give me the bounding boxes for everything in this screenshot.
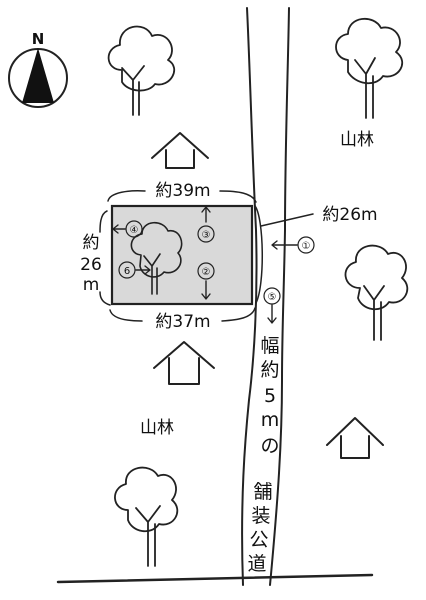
marker-5-label: ⑤ — [268, 292, 277, 303]
tree-icon — [107, 25, 175, 116]
paved-road — [241, 7, 290, 586]
tree-icon — [114, 466, 179, 567]
bottom-dimension-label: 約37m — [155, 312, 210, 332]
left-dimension-label: 約 26 m — [80, 233, 102, 295]
marker-6: 6 — [118, 261, 151, 279]
house-icon — [151, 132, 209, 169]
bottom-dimension-arc — [109, 307, 256, 322]
left-dimension-char: 26 — [80, 255, 102, 275]
road-label-char: 公 — [249, 529, 268, 551]
road-label-char: 道 — [247, 553, 266, 575]
road-label-char: 舗 — [253, 481, 272, 503]
road-type-label: 舗 装 公 道 — [247, 481, 272, 575]
lot-area — [110, 204, 254, 306]
house-icon — [153, 341, 215, 385]
road-label-char: 5 — [264, 385, 276, 407]
marker-6-label: 6 — [124, 266, 130, 277]
marker-4: ④ — [112, 220, 143, 238]
marker-4-label: ④ — [130, 225, 139, 236]
forest-west-label: 山林 — [140, 418, 174, 438]
marker-1-label: ① — [302, 241, 311, 252]
marker-1: ① — [271, 236, 315, 254]
right-dimension-leader — [260, 213, 314, 227]
right-dimension-label: 約26m — [322, 205, 377, 225]
top-dimension-label: 約39m — [155, 181, 210, 201]
road-width-label: 幅 約 5 m の — [260, 335, 279, 457]
house-icon — [326, 417, 384, 459]
marker-3-label: ③ — [202, 230, 211, 241]
compass-north-label: N — [32, 30, 45, 48]
left-dimension-char: m — [83, 275, 100, 295]
road-label-char: の — [260, 435, 279, 457]
tree-icon — [344, 244, 409, 341]
top-dimension-arc — [107, 190, 257, 203]
right-dimension-arc — [254, 205, 264, 304]
left-dimension-arc — [99, 210, 111, 306]
north-compass-icon: N — [8, 30, 68, 108]
marker-5: ⑤ — [263, 287, 281, 324]
road-label-char: 装 — [251, 505, 270, 527]
baseline-line — [56, 573, 374, 584]
property-lot — [110, 204, 254, 306]
left-dimension-char: 約 — [83, 233, 100, 253]
marker-2-label: ② — [202, 267, 211, 278]
marker-2: ② — [197, 262, 215, 300]
tree-icon — [335, 18, 403, 119]
road-label-char: 幅 — [260, 335, 279, 357]
marker-3: ③ — [197, 206, 215, 243]
road-label-char: 約 — [260, 359, 279, 381]
road-label-char: m — [261, 409, 280, 431]
forest-east-label: 山林 — [340, 130, 374, 150]
